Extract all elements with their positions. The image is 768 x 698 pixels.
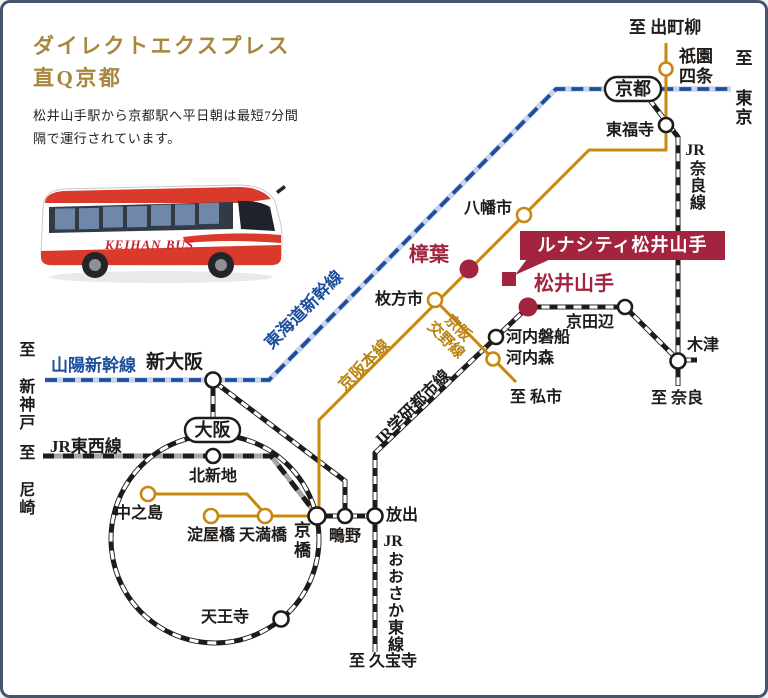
station-label-kyotanabe: 京田辺 [566,314,615,331]
keihan-main-line [317,43,668,516]
station-marker-kawachiiwafune [487,328,505,346]
dest-amagasaki: 至 尼崎 [16,444,34,517]
station-label-hanaten: 放出 [386,507,419,524]
station-marker-kitashinchi [204,447,222,465]
dest-kyuhoji: 至 久宝寺 [349,653,418,670]
keihan-bus-image: KEIHAN BUS [40,184,286,283]
line-label-jr-tozai: JR東西線 [50,437,122,456]
station-label-nakanoshima: 中之島 [115,505,164,522]
station-marker-matsuiyamate [518,297,538,317]
station-label-kyobashi: 京橋 [294,521,311,560]
line-label-jr-nara: JR 奈良線 [685,142,705,211]
station-label-kyoto: 京都 [615,79,651,99]
station-marker-hirakatashi [426,291,444,309]
dest-shinkobe: 至 新神戸 [16,341,34,432]
station-markers [139,61,687,628]
osaka-pill [183,416,242,444]
page-title: ダイレクトエクスプレス 直Q京都 [33,31,291,94]
station-marker-kuzuha [459,259,479,279]
property-marker [502,272,516,286]
jr-lines [210,97,697,652]
station-label-shinosaka: 新大阪 [146,352,204,373]
station-marker-shinosaka [204,371,222,389]
station-marker-nakanoshima [139,485,157,503]
station-label-kawachiiwafune: 河内磐船 [506,329,571,346]
station-marker-tofukuji [657,116,675,134]
station-label-hirakatashi: 枚方市 [375,291,424,308]
station-marker-hanaten [366,507,384,525]
service-description: 松井山手駅から京都駅へ平日朝は最短7分間 隔で運行されています。 [33,108,299,146]
station-label-kuzuha: 樟葉 [409,244,449,266]
station-marker-yawatashi [515,206,533,224]
keihan-katano-line [433,298,518,384]
title-line2: 直Q京都 [33,65,123,90]
station-marker-kizu [669,352,687,370]
dest-tokyo: 至 東京 [732,49,752,127]
station-label-yodoyabashi: 淀屋橋 [187,527,236,544]
property-callout: ルナシティ松井山手 [520,231,725,260]
station-marker-gionshijo [658,61,674,77]
title-line1: ダイレクトエクスプレス [33,34,291,58]
station-marker-shigino [336,507,354,525]
keihan-lines [148,43,668,518]
rail-map-svg: KEIHAN BUS [40,43,731,652]
station-label-kitashinchi: 北新地 [189,468,238,485]
station-marker-kyobashi [307,506,327,526]
station-label-tennoji: 天王寺 [201,609,250,626]
station-label-shigino: 鴫野 [329,528,362,545]
station-label-gionshijo: 祇園 四条 [679,47,713,86]
station-marker-kawachimori [485,351,501,367]
bus-logo-text: KEIHAN BUS [104,237,194,252]
station-label-matsuiyamate: 松井山手 [534,273,614,295]
station-label-tofukuji: 東福寺 [606,122,655,139]
station-label-temmabashi: 天満橋 [239,527,288,544]
station-marker-tennoji [272,610,290,628]
kyoto-pill [603,75,663,103]
station-marker-temmabashi [256,507,274,525]
station-label-osaka: 大阪 [194,420,231,440]
station-label-kawachimori: 河内森 [506,350,555,367]
line-label-jr-osakahigashi: JR おおさか東線 [383,533,403,653]
callout-tail [515,259,551,275]
station-label-kizu: 木津 [687,337,720,354]
station-marker-yodoyabashi [202,507,220,525]
jr-tozai-line [43,453,319,517]
line-label-sanyo-shinkansen: 山陽新幹線 [51,356,136,375]
jr-osakahigashi-north [214,381,348,509]
station-label-yawatashi: 八幡市 [464,200,513,217]
station-marker-kyotanabe [616,298,634,316]
dest-nara: 至 奈良 [651,390,704,407]
dest-kisaichi: 至 私市 [510,389,563,406]
keihan-nakanoshima-line [148,492,268,517]
dest-demachiyanagi: 至 出町柳 [629,18,702,37]
